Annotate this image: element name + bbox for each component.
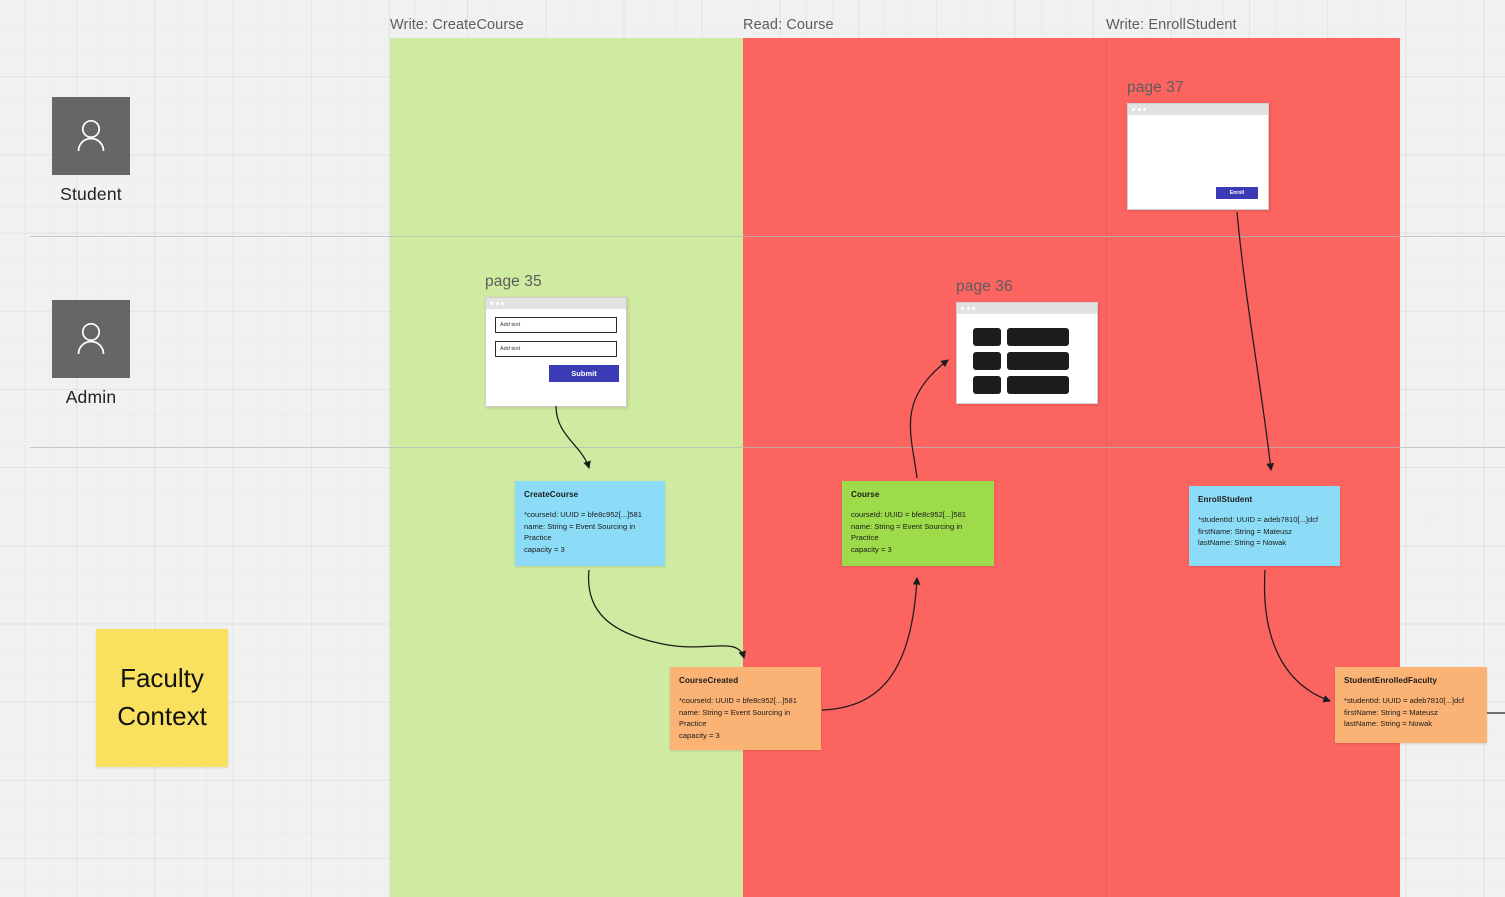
sticky-note-line-2: Context — [117, 701, 207, 731]
mockup-list-item[interactable] — [973, 376, 1081, 394]
window-dot — [501, 302, 504, 305]
mockup-list-body — [957, 314, 1097, 403]
column-label-write-enroll-student: Write: EnrollStudent — [1106, 17, 1237, 33]
lane-divider-admin-events — [30, 447, 1505, 448]
mockup-list-item[interactable] — [973, 328, 1081, 346]
mockup-page-35-body: Add text Add text Submit — [486, 309, 626, 390]
card-course-created-line-2: name: String = Event Sourcing in Practic… — [679, 707, 793, 729]
mockup-page-37-window[interactable]: Enroll — [1127, 103, 1269, 210]
card-course-created-title: CourseCreated — [679, 676, 739, 685]
card-create-course-line-2: name: String = Event Sourcing in Practic… — [524, 521, 638, 543]
card-course-line-3: capacity = 3 — [851, 544, 892, 554]
card-enroll-student-line-3: lastName: String = Nowak — [1198, 538, 1286, 548]
mockup-list-item[interactable] — [973, 352, 1081, 370]
card-student-enrolled-faculty[interactable]: StudentEnrolledFaculty *studentId: UUID … — [1335, 667, 1487, 743]
card-course-title: Course — [851, 490, 880, 499]
card-student-enrolled-faculty-line-3: lastName: String = Nowak — [1344, 719, 1432, 729]
actor-student-label: Student — [60, 184, 122, 204]
window-dot — [972, 307, 975, 310]
window-dot — [1132, 108, 1135, 111]
list-thumb-block — [973, 352, 1001, 370]
card-create-course-title: CreateCourse — [524, 490, 579, 499]
person-icon — [77, 119, 105, 152]
mockup-page-36-title: page 36 — [956, 278, 1013, 295]
column-label-write-create-course: Write: CreateCourse — [390, 17, 524, 33]
window-chrome — [486, 298, 626, 309]
card-course-line-2: name: String = Event Sourcing in Practic… — [851, 521, 965, 543]
mockup-page-37-body: Enroll — [1128, 115, 1268, 209]
list-text-block — [1007, 352, 1069, 370]
window-dot — [961, 307, 964, 310]
swimlane-band-write-create-course — [390, 38, 743, 897]
list-thumb-block — [973, 328, 1001, 346]
actor-student[interactable]: Student — [52, 97, 130, 205]
mockup-page-36-window[interactable] — [956, 302, 1098, 404]
window-chrome — [1128, 104, 1268, 115]
actor-admin-avatar — [52, 300, 130, 378]
swimlane-band-read-course — [743, 38, 1106, 897]
mockup-enroll-button[interactable]: Enroll — [1216, 187, 1258, 199]
mockup-text-field-2[interactable]: Add text — [495, 341, 617, 357]
list-thumb-block — [973, 376, 1001, 394]
window-dot — [490, 302, 493, 305]
card-course-created[interactable]: CourseCreated *courseId: UUID = bfe8c952… — [670, 667, 821, 750]
mockup-page-35-title: page 35 — [485, 273, 542, 290]
actor-admin-label: Admin — [65, 387, 117, 407]
card-course[interactable]: Course courseId: UUID = bfe8c952[...]581… — [842, 481, 994, 566]
band-separator — [1106, 38, 1107, 897]
window-dot — [495, 302, 499, 305]
mockup-page-36[interactable]: page 36 — [956, 278, 1098, 404]
window-chrome — [957, 303, 1097, 314]
card-student-enrolled-faculty-title: StudentEnrolledFaculty — [1344, 676, 1438, 685]
card-enroll-student[interactable]: EnrollStudent *studentId: UUID = adeb781… — [1189, 486, 1340, 566]
card-student-enrolled-faculty-line-1: *studentId: UUID = adeb7810[...]dcf — [1344, 696, 1465, 706]
window-dot — [1137, 108, 1141, 111]
column-label-read-course: Read: Course — [743, 17, 834, 33]
actor-student-avatar — [52, 97, 130, 175]
card-course-created-line-1: *courseId: UUID = bfe8c952[...]581 — [679, 696, 797, 706]
window-dot — [1143, 108, 1146, 111]
mockup-page-37-title: page 37 — [1127, 79, 1184, 96]
card-create-course-line-3: capacity = 3 — [524, 544, 565, 554]
card-enroll-student-title: EnrollStudent — [1198, 495, 1253, 504]
mockup-page-35-window[interactable]: Add text Add text Submit — [485, 297, 627, 407]
card-course-created-line-3: capacity = 3 — [679, 730, 720, 740]
card-student-enrolled-faculty-line-2: firstName: String = Mateusz — [1344, 707, 1438, 717]
actor-admin[interactable]: Admin — [52, 300, 130, 408]
card-create-course[interactable]: CreateCourse *courseId: UUID = bfe8c952[… — [515, 481, 665, 566]
card-enroll-student-line-2: firstName: String = Mateusz — [1198, 526, 1292, 536]
list-text-block — [1007, 328, 1069, 346]
mockup-page-37[interactable]: page 37 Enroll — [1127, 79, 1269, 210]
card-create-course-line-1: *courseId: UUID = bfe8c952[...]581 — [524, 510, 642, 520]
mockup-page-35[interactable]: page 35 Add text Add text Submit — [485, 273, 627, 407]
mockup-submit-button[interactable]: Submit — [549, 365, 619, 382]
card-course-line-1: courseId: UUID = bfe8c952[...]581 — [851, 510, 967, 520]
sticky-note-faculty-context[interactable]: Faculty Context — [96, 629, 228, 767]
lane-divider-student-admin — [30, 236, 1505, 237]
list-text-block — [1007, 376, 1069, 394]
card-enroll-student-line-1: *studentId: UUID = adeb7810[...]dcf — [1198, 515, 1319, 525]
sticky-note-line-1: Faculty — [120, 663, 204, 694]
mockup-text-field-1[interactable]: Add text — [495, 317, 617, 333]
person-icon — [77, 322, 105, 355]
window-dot — [966, 307, 970, 310]
